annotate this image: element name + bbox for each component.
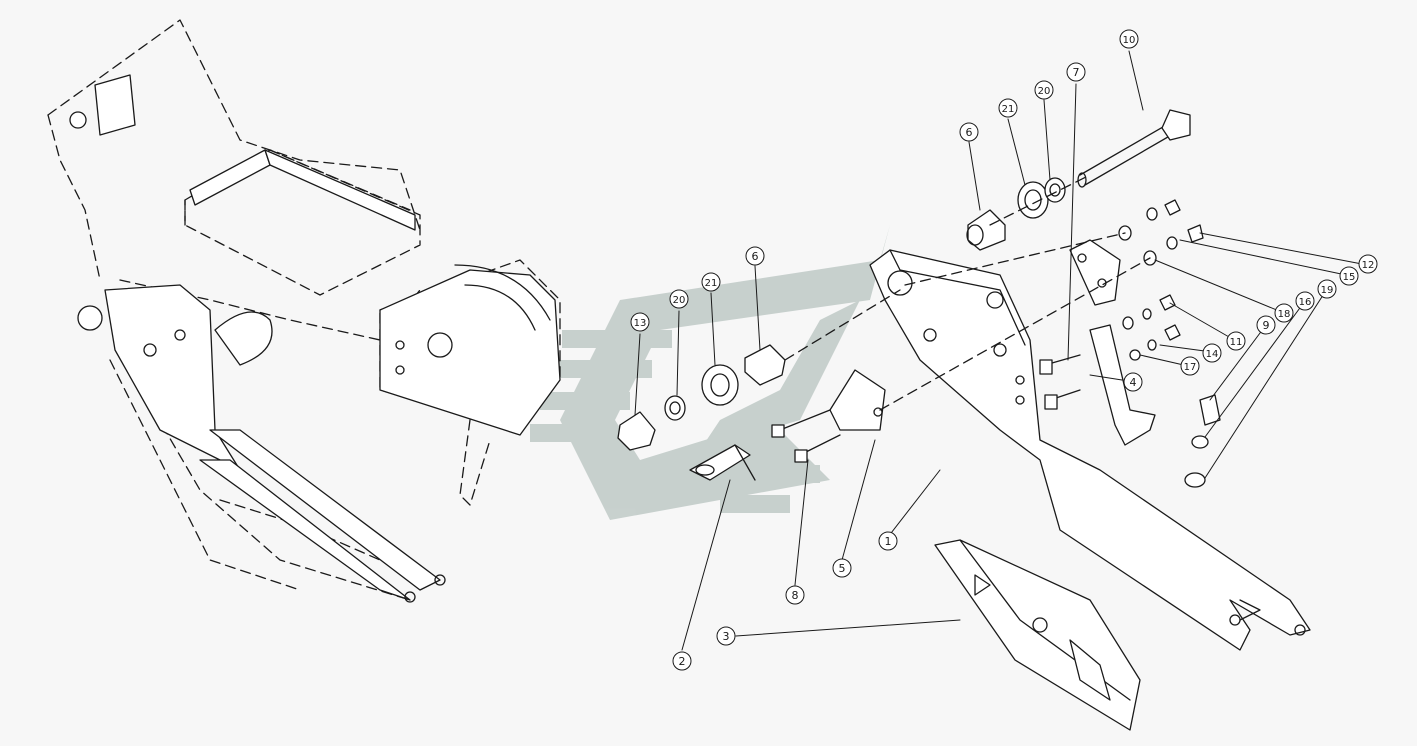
callout-circle bbox=[1066, 62, 1086, 82]
center-hardware-stack bbox=[617, 289, 901, 451]
callout-circle bbox=[630, 312, 650, 332]
callout-13: 13 bbox=[630, 312, 650, 332]
callout-label: 15 bbox=[1343, 272, 1356, 283]
callout-label: 9 bbox=[1263, 319, 1270, 332]
callout-21: 21 bbox=[701, 272, 721, 292]
callout-8: 8 bbox=[785, 585, 805, 605]
assembly-guide-lines bbox=[879, 174, 1151, 411]
callout-circle bbox=[716, 626, 736, 646]
callout-label: 6 bbox=[966, 126, 973, 139]
callout-circle bbox=[1317, 279, 1337, 299]
pin-2 bbox=[689, 444, 756, 481]
bolts-8 bbox=[771, 409, 841, 463]
callout-18: 18 bbox=[1274, 303, 1294, 323]
callout-label: 8 bbox=[792, 589, 799, 602]
callout-circle bbox=[669, 289, 689, 309]
callout-21: 21 bbox=[998, 98, 1018, 118]
callout-17: 17 bbox=[1180, 356, 1200, 376]
callout-20: 20 bbox=[1034, 80, 1054, 100]
callout-2: 2 bbox=[672, 651, 692, 671]
callout-circle bbox=[1256, 315, 1276, 335]
washer-21-right bbox=[1017, 181, 1049, 219]
callout-label: 18 bbox=[1278, 309, 1291, 320]
callout-label: 2 bbox=[679, 655, 686, 668]
callout-label: 1 bbox=[885, 535, 892, 548]
callout-circle bbox=[832, 558, 852, 578]
callout-label: 7 bbox=[1073, 66, 1080, 79]
washer-20-right bbox=[1044, 177, 1066, 203]
callout-label: 16 bbox=[1299, 297, 1312, 308]
callout-circle bbox=[785, 585, 805, 605]
callout-circle bbox=[1123, 372, 1143, 392]
callout-label: 17 bbox=[1184, 362, 1197, 373]
callout-1: 1 bbox=[878, 531, 898, 551]
callout-label: 13 bbox=[634, 318, 647, 329]
callout-circle bbox=[1339, 266, 1359, 286]
callout-14: 14 bbox=[1202, 343, 1222, 363]
callout-16: 16 bbox=[1295, 291, 1315, 311]
callout-label: 10 bbox=[1123, 35, 1136, 46]
shank-part bbox=[869, 249, 1311, 651]
watermark-logo bbox=[530, 225, 890, 520]
callout-label: 3 bbox=[723, 630, 730, 643]
point-part bbox=[934, 539, 1141, 731]
bracket-part-4 bbox=[1089, 324, 1156, 446]
callout-6: 6 bbox=[959, 122, 979, 142]
callout-circle bbox=[878, 531, 898, 551]
callout-label: 11 bbox=[1230, 337, 1243, 348]
callout-20: 20 bbox=[669, 289, 689, 309]
upper-plate bbox=[1069, 239, 1121, 306]
bolts-7 bbox=[1039, 354, 1081, 410]
callout-label: 4 bbox=[1130, 376, 1137, 389]
callout-circle bbox=[1226, 331, 1246, 351]
bolt-10 bbox=[1077, 109, 1191, 188]
callout-3: 3 bbox=[716, 626, 736, 646]
hardware-upper-right bbox=[1118, 199, 1221, 488]
callout-circle bbox=[1295, 291, 1315, 311]
callout-label: 14 bbox=[1206, 349, 1219, 360]
callout-label: 21 bbox=[705, 278, 718, 289]
callout-circle bbox=[745, 246, 765, 266]
callout-19: 19 bbox=[1317, 279, 1337, 299]
bracket-part-5 bbox=[829, 369, 886, 431]
callout-circle bbox=[1034, 80, 1054, 100]
callout-circle bbox=[672, 651, 692, 671]
callout-circle bbox=[998, 98, 1018, 118]
callout-circle bbox=[1119, 29, 1139, 49]
callout-4: 4 bbox=[1123, 372, 1143, 392]
left-mount-bracket bbox=[69, 74, 561, 603]
callout-circle bbox=[1358, 254, 1378, 274]
callout-circle bbox=[701, 272, 721, 292]
callout-15: 15 bbox=[1339, 266, 1359, 286]
callout-circle bbox=[1202, 343, 1222, 363]
callout-label: 5 bbox=[839, 562, 846, 575]
callout-label: 20 bbox=[1038, 86, 1051, 97]
spacer-6-right bbox=[966, 209, 1006, 251]
callout-6: 6 bbox=[745, 246, 765, 266]
callout-label: 19 bbox=[1321, 285, 1334, 296]
callout-label: 21 bbox=[1002, 104, 1015, 115]
callout-7: 7 bbox=[1066, 62, 1086, 82]
callout-circle bbox=[959, 122, 979, 142]
callout-label: 6 bbox=[752, 250, 759, 263]
leader-lines bbox=[634, 50, 1363, 651]
callout-11: 11 bbox=[1226, 331, 1246, 351]
callout-label: 20 bbox=[673, 295, 686, 306]
callout-10: 10 bbox=[1119, 29, 1139, 49]
callout-label: 12 bbox=[1362, 260, 1375, 271]
callout-circle bbox=[1274, 303, 1294, 323]
callout-5: 5 bbox=[832, 558, 852, 578]
callout-12: 12 bbox=[1358, 254, 1378, 274]
callout-9: 9 bbox=[1256, 315, 1276, 335]
callout-circle bbox=[1180, 356, 1200, 376]
